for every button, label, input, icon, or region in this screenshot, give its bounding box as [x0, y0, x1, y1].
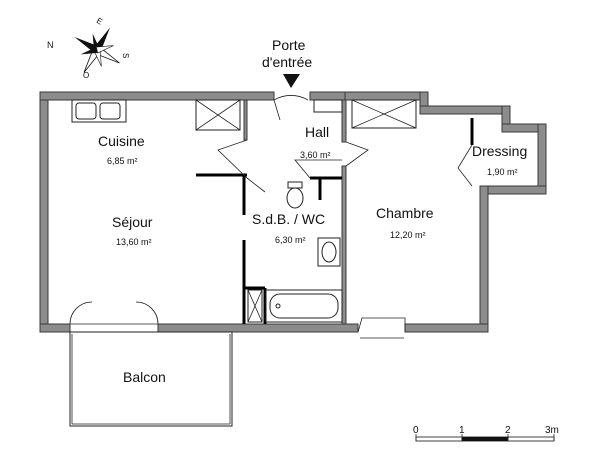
washing-machine-icon — [247, 289, 263, 323]
room-area-sejour: 13,60 m² — [116, 237, 152, 247]
room-name-cuisine: Cuisine — [98, 133, 145, 149]
hall-closet-icon — [313, 99, 343, 113]
chambre-window-icon — [357, 317, 406, 339]
entrance-label-line2: d'entrée — [262, 54, 312, 70]
walls — [39, 91, 547, 333]
compass-west: O — [83, 71, 89, 80]
hall-door-icon — [217, 139, 266, 193]
compass-north: N — [47, 40, 54, 50]
bathroom-walls — [196, 118, 474, 324]
balcony-outline — [69, 331, 233, 427]
room-area-chambre: 12,20 m² — [390, 230, 426, 240]
bathroom-door-icon — [294, 159, 342, 179]
room-area-dressing: 1,90 m² — [487, 167, 518, 177]
chambre-door-icon — [345, 141, 369, 167]
bathtub-icon — [265, 289, 343, 323]
compass-east: E — [95, 16, 104, 26]
kitchen-cabinet-icon — [195, 99, 241, 131]
dressing-door-icon — [457, 144, 473, 187]
scale-tick-2: 2 — [505, 425, 511, 436]
room-name-sdb: S.d.B. / WC — [252, 211, 325, 227]
room-name-balcon: Balcon — [123, 369, 166, 385]
balcony-door-icon — [69, 301, 159, 325]
room-name-dressing: Dressing — [472, 143, 527, 159]
room-area-cuisine: 6,85 m² — [107, 156, 138, 166]
entrance-door-icon — [273, 95, 309, 121]
bedroom-closet-icon — [351, 99, 417, 129]
toilet-icon — [286, 181, 304, 209]
room-name-hall: Hall — [305, 124, 329, 140]
scale-bar: 0 1 2 3m — [413, 425, 559, 442]
room-area-sdb: 6,30 m² — [275, 235, 306, 245]
scale-tick-1: 1 — [459, 425, 465, 436]
scale-tick-0: 0 — [413, 425, 419, 436]
entrance-label-line1: Porte — [272, 37, 306, 53]
room-name-chambre: Chambre — [376, 205, 434, 221]
bathroom-sink-icon — [317, 237, 341, 267]
compass-rose-icon: N E S O — [47, 16, 130, 80]
kitchen-sink-icon — [71, 99, 127, 123]
room-name-sejour: Séjour — [112, 214, 153, 230]
compass-south: S — [121, 53, 130, 58]
room-area-hall: 3,60 m² — [300, 150, 331, 160]
room-labels: Cuisine 6,85 m² Séjour 13,60 m² Hall 3,6… — [98, 124, 527, 385]
entrance-arrow-icon — [283, 74, 300, 88]
scale-tick-3: 3m — [545, 425, 559, 436]
